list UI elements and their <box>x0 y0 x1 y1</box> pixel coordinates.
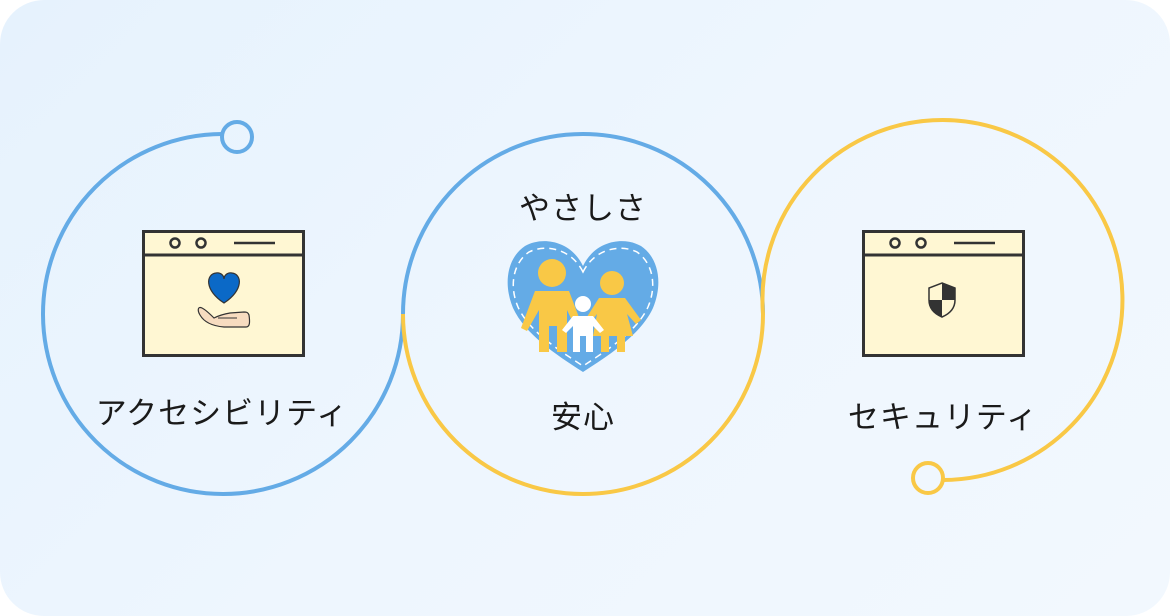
anshin-label: 安心 <box>551 400 615 436</box>
blue-path <box>41 132 765 496</box>
start-knob <box>220 120 254 154</box>
security-label: セキュリティ <box>847 400 1039 436</box>
end-knob <box>911 461 945 495</box>
yasashisa-label: やさしさ <box>519 191 647 227</box>
accessibility-label: アクセシビリティ <box>95 396 349 432</box>
browser-window-heart-hand-icon <box>142 230 305 357</box>
yellow-path <box>401 118 1125 496</box>
family-heart-icon <box>507 241 659 372</box>
browser-window-shield-icon <box>862 230 1025 357</box>
